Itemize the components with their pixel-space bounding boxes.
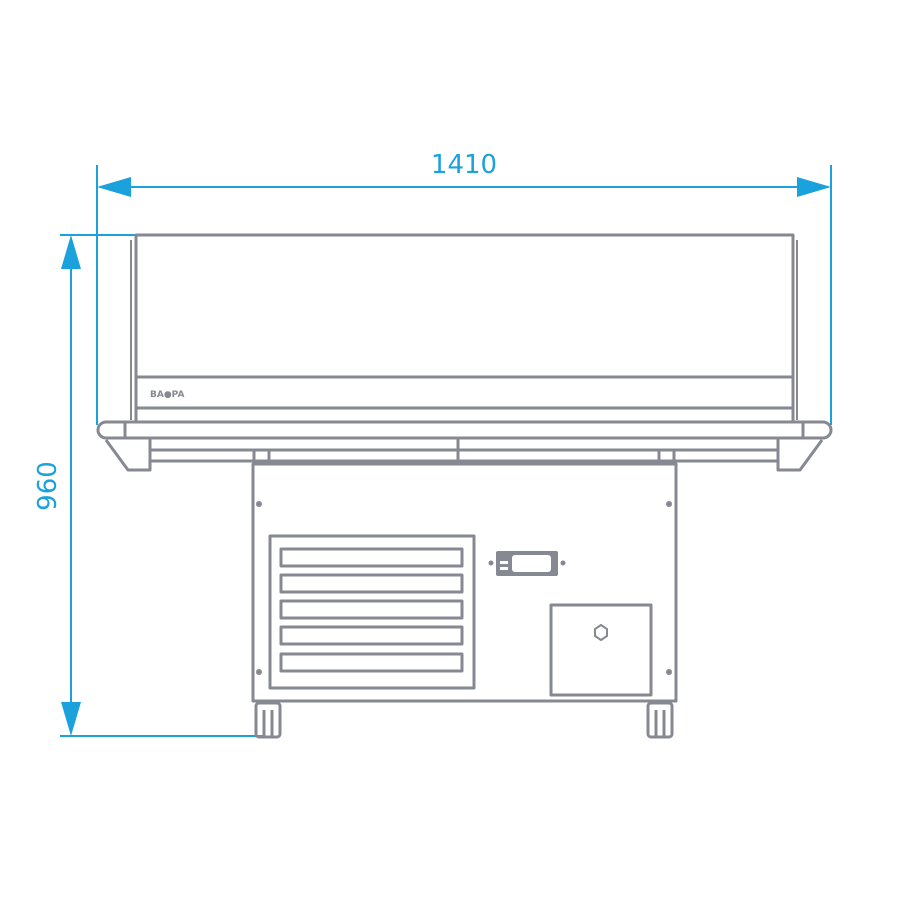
ventilation-grille xyxy=(268,534,476,690)
width-label: 1410 xyxy=(431,150,497,180)
counter-top xyxy=(96,420,833,472)
height-dimension: 960 xyxy=(33,234,265,737)
controller-display xyxy=(488,551,566,576)
caster-wheels xyxy=(254,701,674,739)
service-panel xyxy=(549,603,653,697)
width-dimension: 1410 xyxy=(96,150,832,425)
height-label: 960 xyxy=(33,461,63,511)
glass-canopy: BA●PA xyxy=(130,233,798,424)
base-cabinet xyxy=(251,462,678,703)
brand-logo: BA●PA xyxy=(150,390,184,400)
